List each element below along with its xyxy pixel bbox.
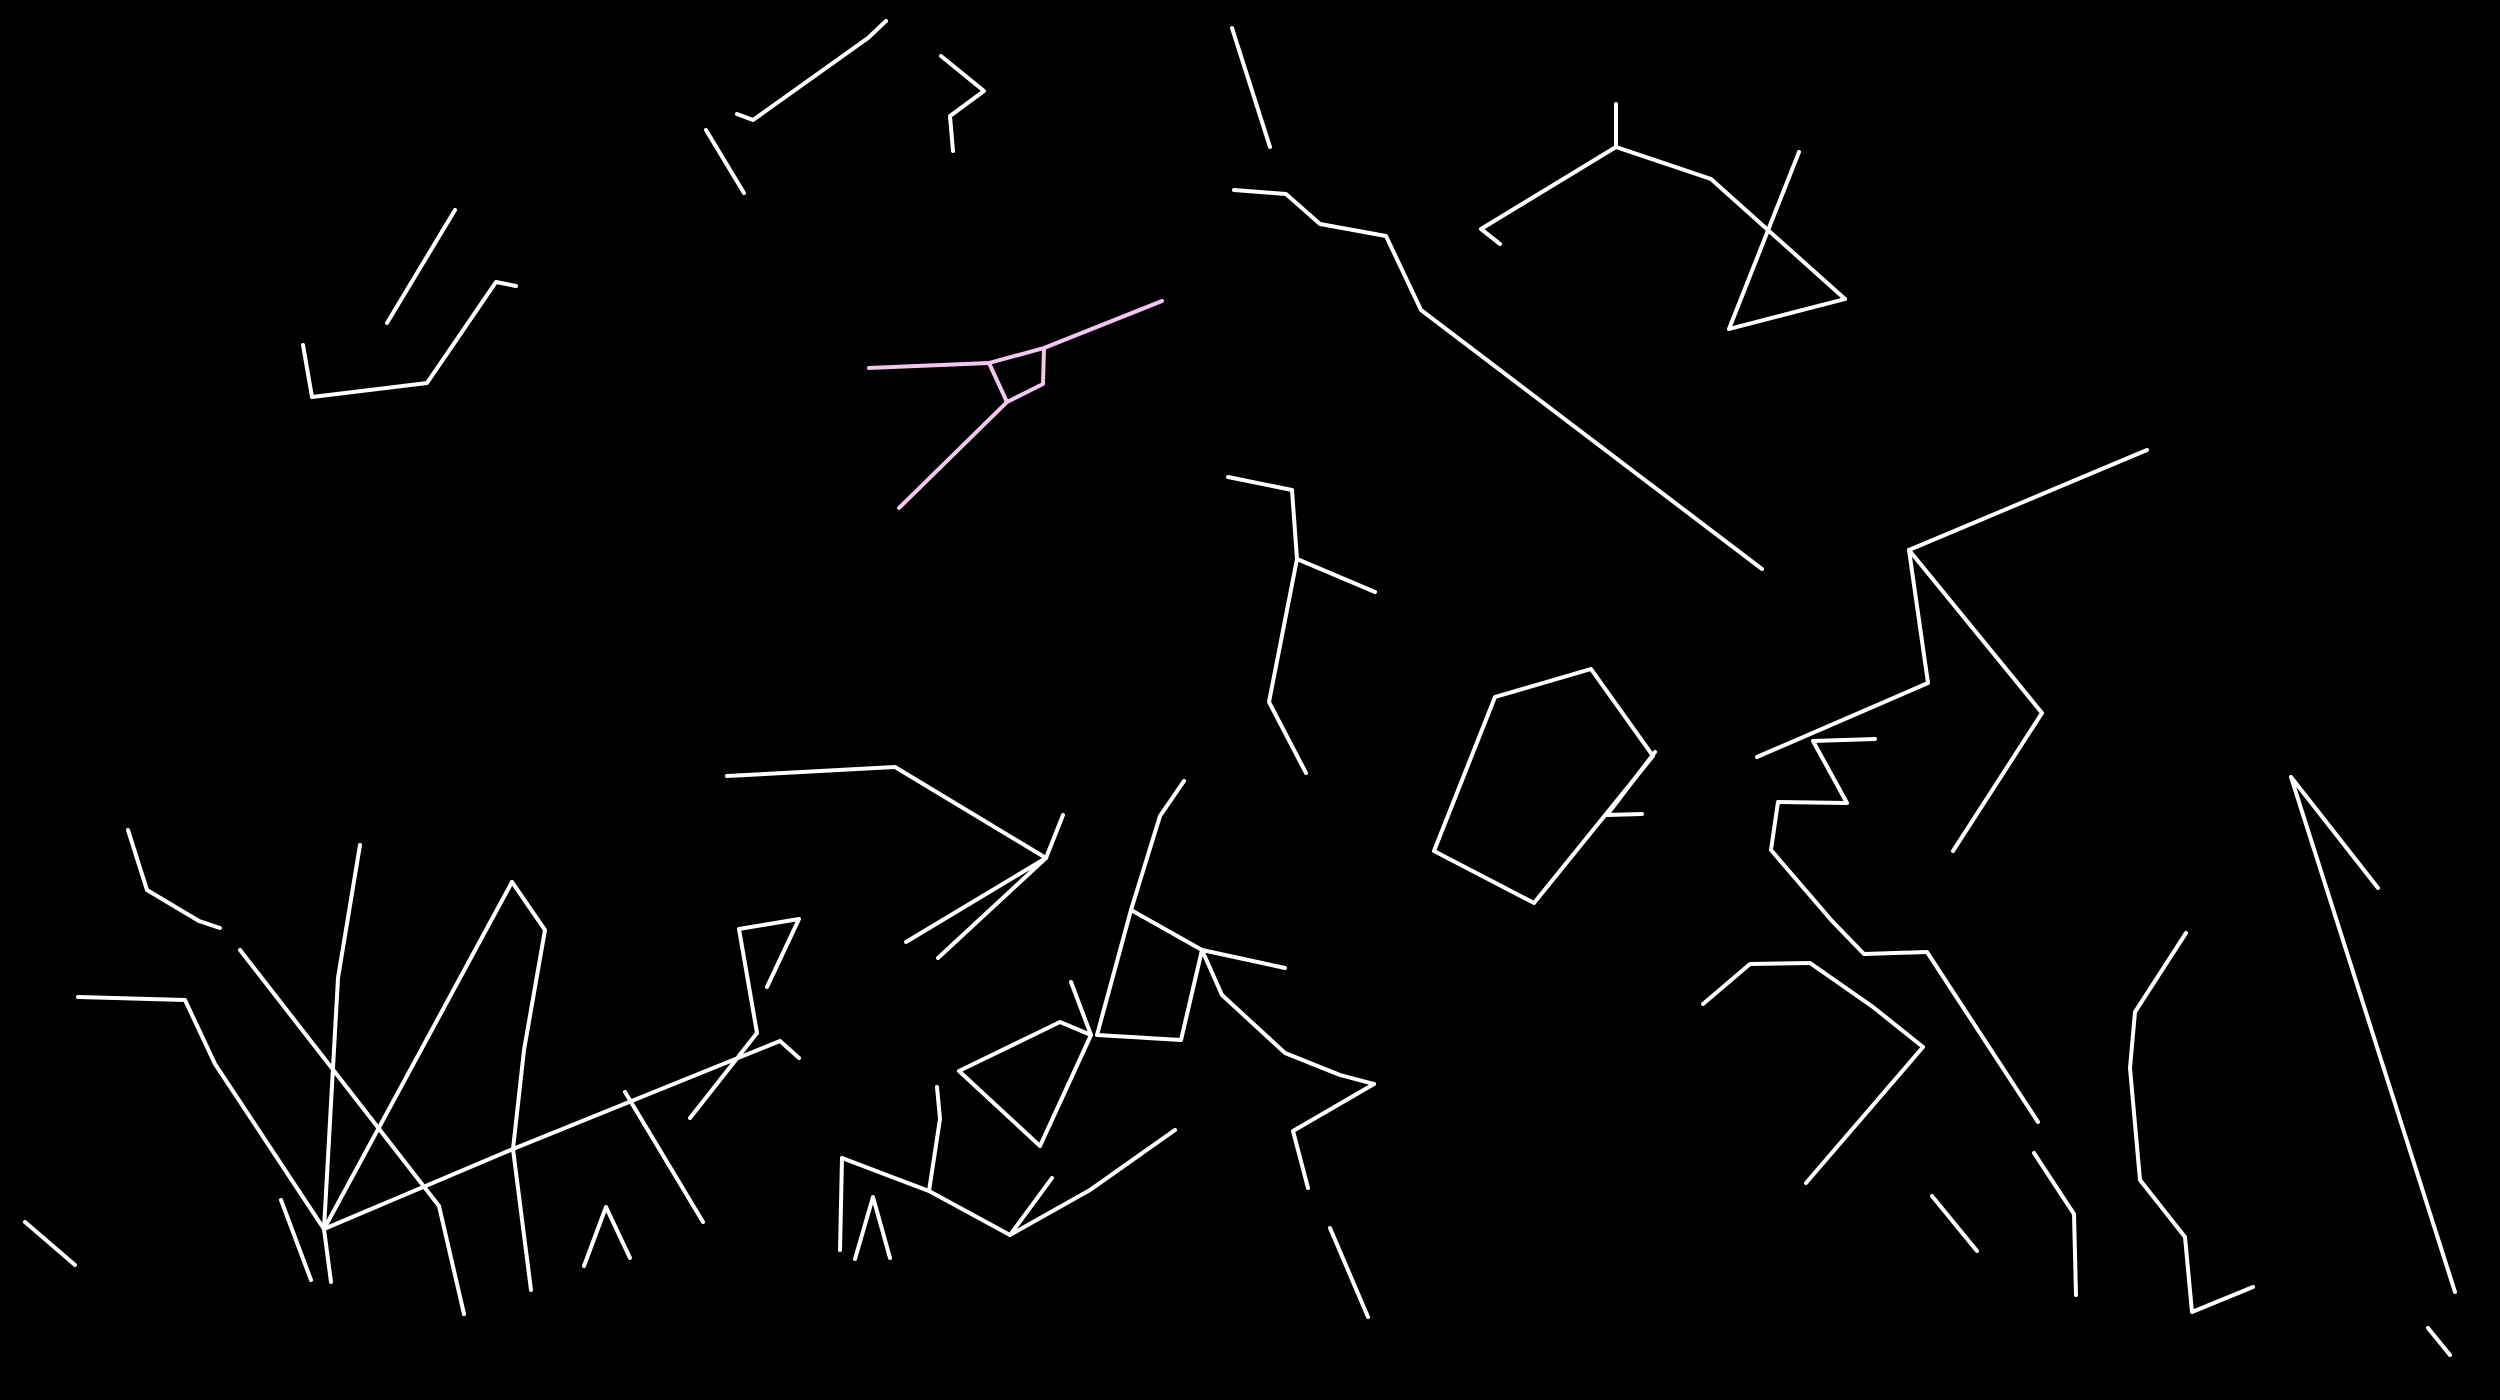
constellation-line (1328, 1226, 1370, 1319)
constellation-line (1727, 297, 1847, 331)
constellation-line (957, 1020, 1093, 1148)
constellation-line (1200, 948, 1376, 1086)
constellation-line (1095, 908, 1204, 1042)
constellation-line (1200, 948, 1287, 970)
constellation-line (1044, 813, 1065, 860)
constellation-line (1614, 145, 1847, 301)
constellation-line (1701, 961, 1925, 1049)
constellation-line (1755, 548, 1930, 759)
constellation-line (385, 208, 457, 325)
constellation-line (1432, 667, 1655, 905)
constellation-line (1008, 1128, 1177, 1237)
constellation-line (238, 948, 466, 1316)
constellation-line (1008, 1176, 1054, 1237)
constellation-line (1291, 1082, 1376, 1190)
highlighted-constellation-line (867, 299, 1164, 370)
constellation-line (1129, 779, 1186, 912)
constellation-line (2289, 775, 2380, 890)
constellation-line (1295, 557, 1377, 594)
constellation-line (1230, 26, 1272, 149)
constellation-line (936, 856, 1048, 960)
constellation-line (322, 880, 514, 1231)
constellation-line (1907, 448, 2149, 552)
highlighted-constellation-line (987, 346, 1046, 404)
constellation-line (1907, 548, 2044, 853)
constellation-line (1605, 750, 1657, 817)
constellation-line (2426, 1326, 2452, 1357)
constellation-line (1930, 1194, 1979, 1253)
constellation-line (838, 1085, 942, 1252)
constellation-line (725, 765, 1048, 860)
highlighted-constellation-line (897, 400, 1009, 510)
constellation-line (1804, 1045, 1925, 1185)
constellation-line (322, 1227, 333, 1284)
constellation-line (2289, 775, 2457, 1294)
constellation-line (1069, 980, 1093, 1037)
constellation-line (904, 856, 1048, 944)
constellation-line (2032, 1151, 2078, 1297)
constellation-line (511, 1147, 533, 1292)
constellation-line (1226, 475, 1299, 561)
constellation-line (737, 917, 801, 989)
constellation-line (279, 1198, 313, 1282)
constellation-line (322, 1039, 801, 1231)
constellation-line (1769, 737, 2040, 1124)
constellation-line (688, 1031, 759, 1120)
constellation-line (510, 880, 547, 1151)
constellation-line (2128, 931, 2255, 1314)
constellation-line (76, 995, 326, 1231)
constellation-line (301, 280, 518, 399)
constellation-line (737, 927, 759, 1035)
constellation-line (735, 19, 888, 122)
constellation-line (23, 1220, 77, 1267)
constellation-line (126, 828, 222, 930)
constellation-line (322, 843, 362, 1231)
constellation-line (1479, 145, 1618, 246)
constellation-line (939, 54, 986, 153)
constellation-line (1232, 188, 1764, 571)
constellation-line (704, 128, 746, 195)
constellation-line (1727, 150, 1801, 331)
constellation-line (1267, 557, 1308, 775)
constellation-line (927, 1189, 1012, 1237)
constellation-line (853, 1195, 892, 1261)
constellation-line (582, 1205, 632, 1268)
constellation-line (623, 1090, 705, 1224)
